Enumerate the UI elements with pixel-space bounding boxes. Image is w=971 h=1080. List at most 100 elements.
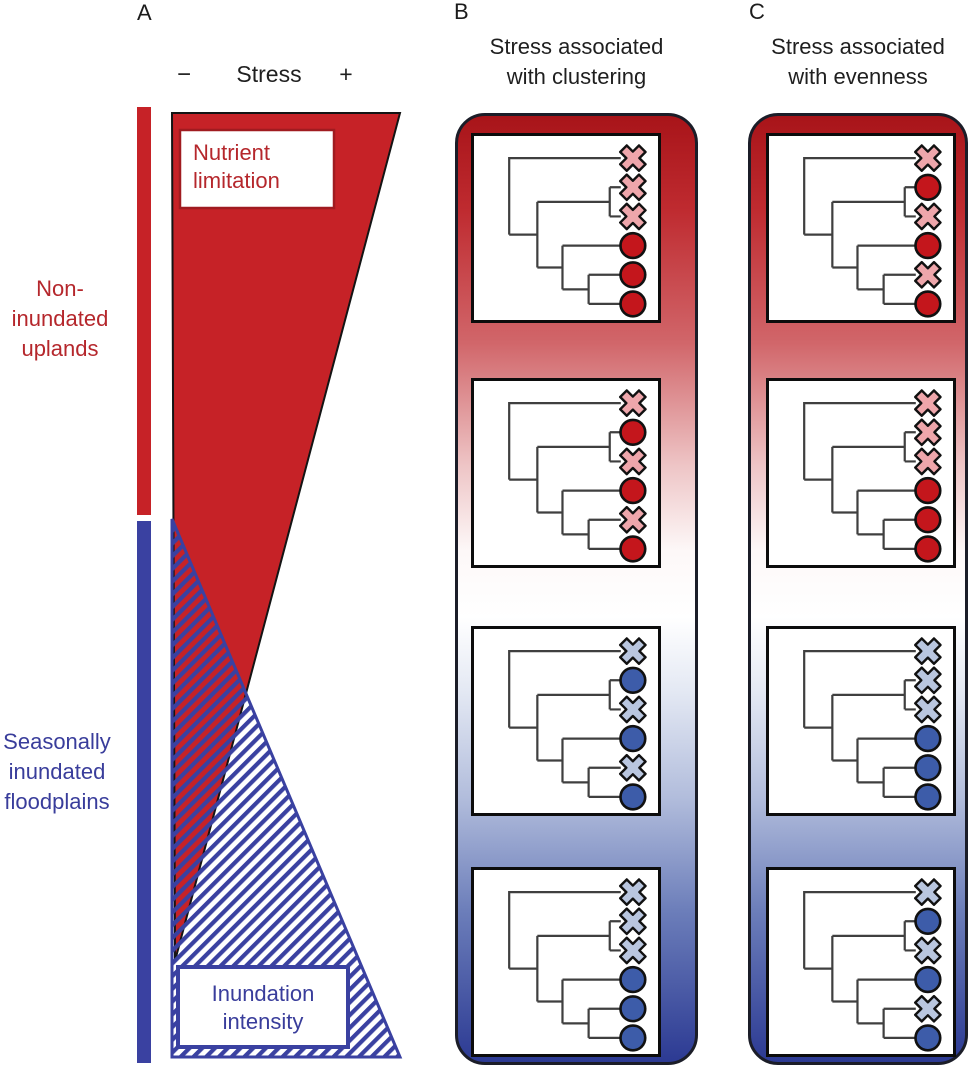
panel-b-letter: B <box>454 0 469 24</box>
nutrient-limitation-label: Nutrient limitation <box>193 140 280 193</box>
panel-c-title: Stress associated with evenness <box>748 32 968 92</box>
taxon-circle-marker <box>619 535 647 563</box>
floodplain-blue-bar <box>137 521 151 1063</box>
taxon-circle-marker <box>619 783 647 811</box>
taxon-circle-marker <box>619 290 647 318</box>
dendrogram-tree-lines <box>508 402 621 551</box>
taxon-x-marker <box>914 389 942 417</box>
taxon-circle-marker <box>619 231 647 260</box>
taxon-circle-marker <box>619 261 647 289</box>
stress-axis-plus-label: + <box>339 61 352 87</box>
panel-b-title-line2: with clustering <box>506 64 647 89</box>
svg-text:uplands: uplands <box>21 336 98 361</box>
dendrogram <box>803 144 942 318</box>
taxon-circle-marker <box>914 476 942 505</box>
taxon-x-marker <box>914 637 942 665</box>
svg-text:floodplains: floodplains <box>4 789 109 814</box>
clustering-stress-column <box>455 113 698 1065</box>
taxon-circle-marker <box>914 535 942 563</box>
taxon-circle-marker <box>914 173 942 201</box>
inundation-intensity-label: Inundation intensity <box>212 981 315 1034</box>
taxon-x-marker <box>914 936 942 965</box>
taxon-x-marker <box>619 447 647 476</box>
dendrogram-tree-lines <box>803 650 916 799</box>
dendrogram-box-evenness-1 <box>766 133 956 323</box>
taxon-circle-marker <box>619 666 647 694</box>
taxon-x-marker <box>619 907 647 936</box>
dendrogram-box-evenness-2 <box>766 378 956 568</box>
svg-text:Non-: Non- <box>36 276 84 301</box>
taxon-x-marker <box>619 389 647 417</box>
dendrogram <box>508 878 647 1052</box>
dendrogram <box>803 637 942 811</box>
svg-text:Inundation: Inundation <box>212 981 315 1006</box>
svg-text:Nutrient: Nutrient <box>193 140 270 165</box>
taxon-x-marker <box>914 695 942 724</box>
dendrogram-tree-lines <box>803 157 916 306</box>
evenness-stress-column <box>748 113 968 1065</box>
seasonally-inundated-floodplains-label: Seasonally inundated floodplains <box>3 729 111 814</box>
taxon-x-marker <box>619 202 647 231</box>
taxon-circle-marker <box>914 290 942 318</box>
taxon-circle-marker <box>914 907 942 935</box>
inundation-intensity-triangle <box>170 518 403 1059</box>
svg-text:inundated: inundated <box>9 759 106 784</box>
stress-axis-label: Stress <box>236 61 301 87</box>
dendrogram <box>803 878 942 1052</box>
taxon-x-marker <box>914 447 942 476</box>
taxon-x-marker <box>914 666 942 695</box>
svg-text:Seasonally: Seasonally <box>3 729 111 754</box>
panel-b-title-line1: Stress associated <box>489 34 664 59</box>
dendrogram-box-clustering-4 <box>471 867 661 1057</box>
panel-a-letter: A <box>137 0 152 25</box>
taxon-x-marker <box>619 936 647 965</box>
taxon-circle-marker <box>914 231 942 260</box>
dendrogram-tree-lines <box>508 157 621 306</box>
taxon-circle-marker <box>619 724 647 753</box>
panel-a-stress-gradient-diagram: A − Stress + Non- inundated uplands Seas… <box>3 0 403 1063</box>
panel-c-title-line1: Stress associated <box>771 34 945 59</box>
dendrogram-box-clustering-1 <box>471 133 661 323</box>
taxon-x-marker <box>914 418 942 447</box>
svg-text:inundated: inundated <box>12 306 109 331</box>
taxon-x-marker <box>914 878 942 906</box>
taxon-x-marker <box>619 144 647 172</box>
taxon-x-marker <box>619 878 647 906</box>
dendrogram-tree-lines <box>508 650 621 799</box>
taxon-x-marker <box>914 202 942 231</box>
svg-text:intensity: intensity <box>223 1009 304 1034</box>
dendrogram-box-evenness-3 <box>766 626 956 816</box>
dendrogram <box>508 389 647 563</box>
taxon-circle-marker <box>914 1024 942 1052</box>
taxon-x-marker <box>619 173 647 202</box>
taxon-circle-marker <box>619 995 647 1023</box>
dendrogram-box-clustering-2 <box>471 378 661 568</box>
dendrogram-box-clustering-3 <box>471 626 661 816</box>
dendrogram-tree-lines <box>508 891 621 1040</box>
dendrogram-box-evenness-4 <box>766 867 956 1057</box>
taxon-circle-marker <box>914 965 942 994</box>
panel-c-title-line2: with evenness <box>788 64 928 89</box>
panel-c-letter: C <box>749 0 765 24</box>
nutrient-limitation-box <box>178 128 336 210</box>
dendrogram <box>508 637 647 811</box>
dendrogram <box>508 144 647 318</box>
stress-axis-minus-label: − <box>177 61 191 88</box>
dendrogram <box>803 389 942 563</box>
taxon-x-marker <box>914 260 942 289</box>
taxon-circle-marker <box>619 965 647 994</box>
svg-text:limitation: limitation <box>193 168 280 193</box>
taxon-x-marker <box>619 695 647 724</box>
taxon-circle-marker <box>619 418 647 446</box>
taxon-circle-marker <box>914 724 942 753</box>
taxon-circle-marker <box>619 1024 647 1052</box>
taxon-circle-marker <box>914 754 942 782</box>
panel-b-title: Stress associated with clustering <box>455 32 698 92</box>
taxon-x-marker <box>914 144 942 172</box>
dendrogram-tree-lines <box>803 891 916 1040</box>
taxon-circle-marker <box>914 506 942 534</box>
non-inundated-uplands-label: Non- inundated uplands <box>12 276 109 361</box>
dendrogram-tree-lines <box>803 402 916 551</box>
taxon-x-marker <box>619 637 647 665</box>
